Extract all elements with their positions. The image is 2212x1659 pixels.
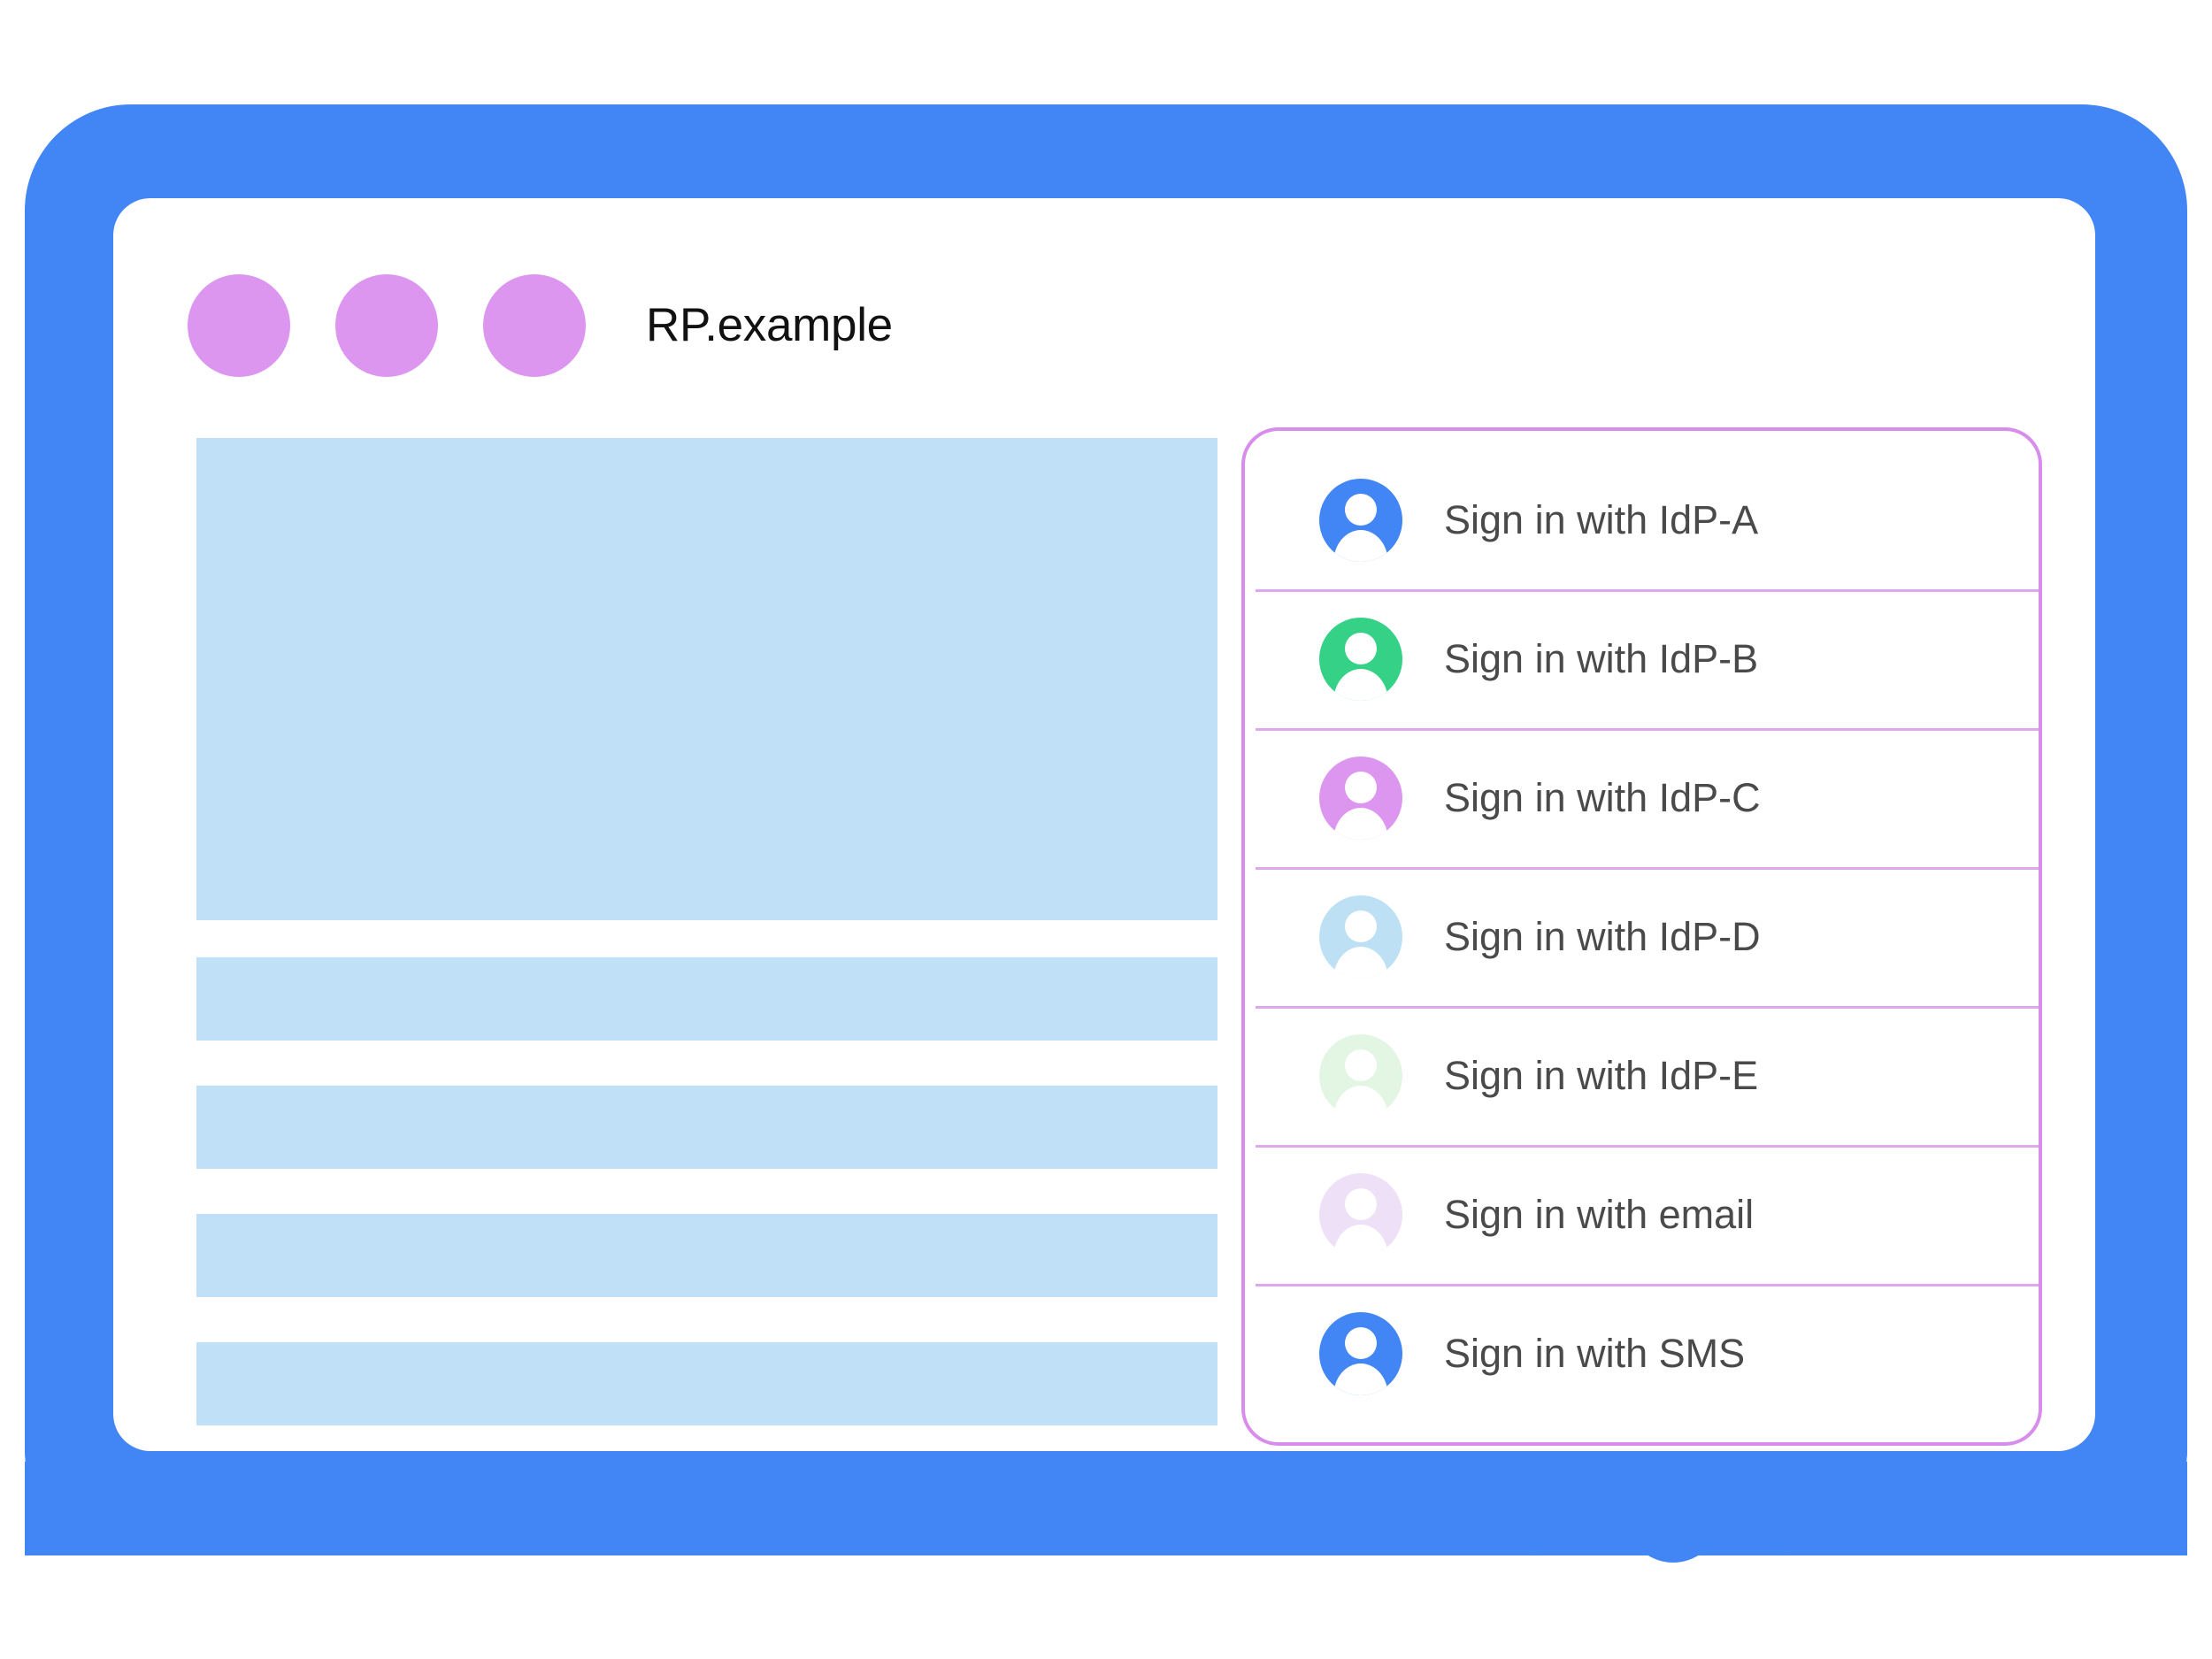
window-dot-3[interactable] xyxy=(483,274,586,377)
signin-option-row[interactable]: Sign in with IdP-C xyxy=(1245,728,2039,867)
hero-block-placeholder xyxy=(196,438,1217,920)
avatar-head xyxy=(1345,632,1377,664)
window-controls xyxy=(188,274,586,377)
avatar-head xyxy=(1345,1048,1377,1081)
account-avatar-icon xyxy=(1319,1172,1402,1256)
text-bar-placeholder-1 xyxy=(196,957,1217,1041)
avatar-head xyxy=(1345,1187,1377,1220)
avatar-head xyxy=(1345,771,1377,803)
avatar-body xyxy=(1333,946,1388,979)
device-bottom-bar-left xyxy=(25,1462,1575,1555)
avatar-body xyxy=(1333,529,1388,562)
avatar-head xyxy=(1345,1326,1377,1359)
signin-option-label: Sign in with IdP-B xyxy=(1444,635,1759,681)
signin-option-label: Sign in with IdP-E xyxy=(1444,1052,1759,1098)
account-avatar-icon xyxy=(1319,756,1402,840)
signin-option-row[interactable]: Sign in with IdP-E xyxy=(1245,1006,2039,1145)
window-dot-1[interactable] xyxy=(188,274,290,377)
home-button[interactable] xyxy=(1623,1455,1724,1563)
signin-option-label: Sign in with email xyxy=(1444,1191,1755,1237)
signin-provider-card: Sign in with IdP-A Sign in with IdP-B Sign… xyxy=(1241,427,2042,1446)
page-title: RP.example xyxy=(646,299,893,351)
text-bar-placeholder-2 xyxy=(196,1086,1217,1169)
signin-option-label: Sign in with IdP-C xyxy=(1444,774,1761,820)
signin-option-row[interactable]: Sign in with SMS xyxy=(1245,1284,2039,1423)
avatar-body xyxy=(1333,1224,1388,1256)
device-bottom-bar-right xyxy=(1741,1462,2187,1555)
signin-option-label: Sign in with IdP-D xyxy=(1444,913,1761,959)
signin-option-label: Sign in with SMS xyxy=(1444,1330,1746,1376)
account-avatar-icon xyxy=(1319,617,1402,701)
account-avatar-icon xyxy=(1319,478,1402,562)
content-placeholder-column xyxy=(196,438,1217,1425)
account-avatar-icon xyxy=(1319,1311,1402,1395)
signin-option-row[interactable]: Sign in with IdP-D xyxy=(1245,867,2039,1006)
avatar-head xyxy=(1345,493,1377,526)
signin-option-row[interactable]: Sign in with IdP-B xyxy=(1245,589,2039,728)
avatar-body xyxy=(1333,1085,1388,1118)
signin-option-label: Sign in with IdP-A xyxy=(1444,496,1759,542)
signin-option-row[interactable]: Sign in with IdP-A xyxy=(1245,450,2039,589)
text-bar-placeholder-4 xyxy=(196,1342,1217,1425)
account-avatar-icon xyxy=(1319,1033,1402,1118)
avatar-body xyxy=(1333,807,1388,840)
avatar-body xyxy=(1333,1363,1388,1395)
avatar-head xyxy=(1345,910,1377,942)
window-dot-2[interactable] xyxy=(335,274,438,377)
avatar-body xyxy=(1333,668,1388,701)
text-bar-placeholder-3 xyxy=(196,1214,1217,1297)
signin-option-row[interactable]: Sign in with email xyxy=(1245,1145,2039,1284)
account-avatar-icon xyxy=(1319,895,1402,979)
